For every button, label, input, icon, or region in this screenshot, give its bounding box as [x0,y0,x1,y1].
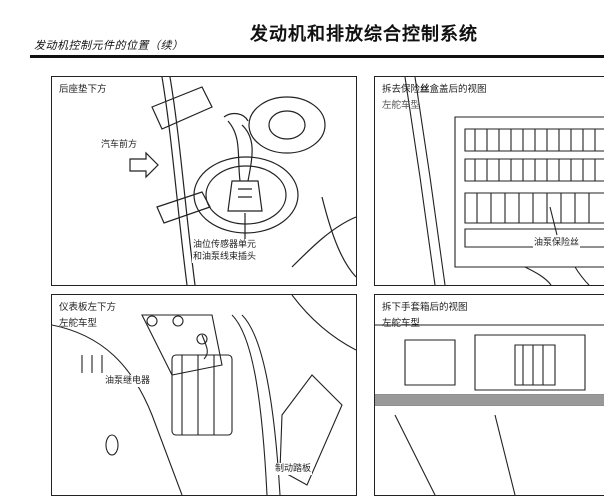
brake-pedal-label: 制动踏板 [274,463,313,475]
fuel-tank-illustration [52,77,356,285]
caption-part3: 盒盖后的视图 [429,84,487,95]
caption-part2: 丝 [420,84,430,95]
caption-part1: 拆去保险 [382,84,421,95]
panel-fuse-box: 拆去保险丝盒盖后的视图 左舵车型 油泵保险丝 [374,76,604,286]
front-direction-label: 汽车前方 [100,139,139,151]
panel-fuse-box-caption: 拆去保险丝盒盖后的视图 [382,81,487,95]
fuel-pump-fuse-label: 油泵保险丝 [533,237,581,249]
panel-glove-box-caption: 拆下手套箱后的视图 [382,302,468,313]
page-subtitle: 发动机控制元件的位置（续） [34,39,184,52]
fuel-sensor-label-line1: 油位传感器单元 [192,239,258,251]
panel-dashboard: 仪表板左下方 左舵车型 油泵继电器 制动踏板 [51,294,357,496]
panel-glove-box: 拆下手套箱后的视图 左舵车型 [374,294,604,496]
fuel-sensor-label-line2: 和油泵线束插头 [192,251,258,263]
header-rule [30,55,604,58]
panel-glove-box-subcaption: 左舵车型 [382,318,421,329]
glove-box-illustration [375,295,604,495]
fuel-pump-relay-label: 油泵继电器 [104,375,152,387]
panel-dashboard-caption: 仪表板左下方 [59,302,117,313]
panel-rear-seat-caption: 后座垫下方 [59,84,107,95]
panel-fuse-box-subcaption: 左舵车型 [382,100,421,111]
relay-illustration [52,295,356,495]
page-title: 发动机和排放综合控制系统 [250,24,478,45]
panel-dashboard-subcaption: 左舵车型 [59,318,98,329]
panel-rear-seat: 后座垫下方 汽车前方 油位传感器单元 和油泵线束插头 [51,76,357,286]
